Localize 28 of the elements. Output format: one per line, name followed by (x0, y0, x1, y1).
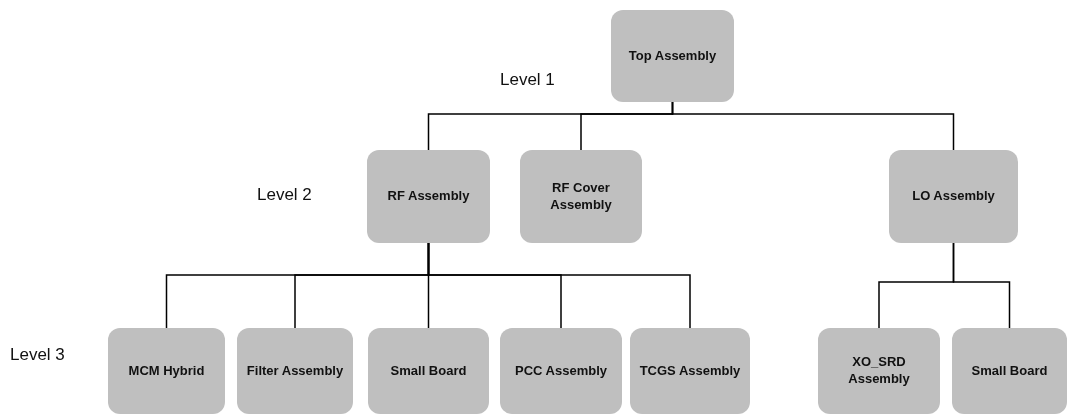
connector-line (952, 242, 1011, 329)
assembly-box (952, 328, 1067, 414)
assembly-box (611, 10, 734, 102)
connector-line (427, 242, 691, 329)
assembly-box (368, 328, 489, 414)
assembly-box (367, 150, 490, 243)
assembly-box (500, 328, 622, 414)
assembly-name: MCM Hybrid (128, 362, 205, 380)
assembly-name: Top Assembly (628, 47, 717, 65)
level-label: Level 2 (257, 185, 312, 205)
assembly-box (889, 150, 1018, 243)
assembly-name: PCC Assembly (515, 362, 607, 380)
assembly-name: TCGS Assembly (639, 362, 741, 380)
assembly-box (237, 328, 353, 414)
assembly-name: Filter Assembly (246, 362, 344, 380)
assembly-name: XO_SRD Assembly (847, 354, 911, 388)
assembly-name: LO Assembly (912, 188, 995, 205)
assembly-box (818, 328, 940, 414)
level-label: Level 3 (10, 345, 65, 365)
assembly-name: RF Assembly (387, 188, 470, 205)
assembly-name: Small Board (390, 362, 467, 380)
assembly-box (520, 150, 642, 243)
assembly-name: RF Cover Assembly (549, 179, 613, 214)
assembly-box (108, 328, 225, 414)
assembly-name: Small Board (971, 362, 1048, 380)
connector-line (671, 101, 955, 151)
level-label: Level 1 (500, 70, 555, 90)
assembly-box (630, 328, 750, 414)
